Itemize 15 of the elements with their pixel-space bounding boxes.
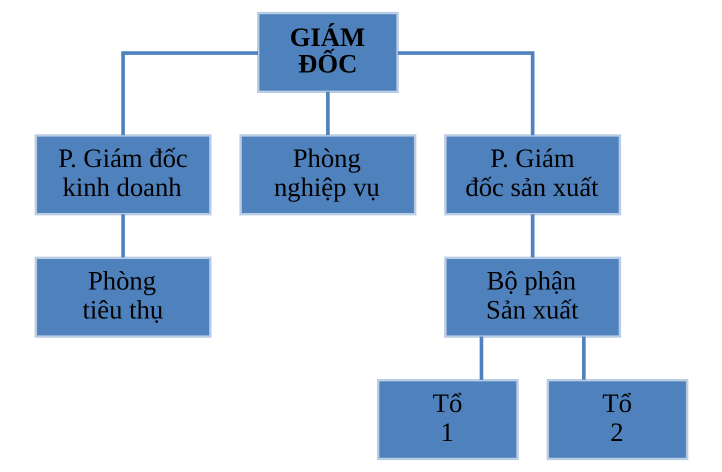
node-box: Phòng nghiệp vụ <box>238 134 416 216</box>
connector <box>582 336 586 380</box>
connector <box>120 51 258 136</box>
node-box: Tổ 2 <box>546 378 688 460</box>
connector <box>326 92 330 136</box>
node-box: Phòng tiêu thụ <box>34 256 212 338</box>
connector <box>530 214 534 258</box>
node-box: Tổ 1 <box>376 378 518 460</box>
connector <box>397 51 534 136</box>
node-box: P. Giám đốc sản xuất <box>444 134 621 216</box>
connector <box>120 214 124 258</box>
node-box: Bộ phận Sản xuất <box>444 256 621 338</box>
node-box: P. Giám đốc kinh doanh <box>34 134 212 216</box>
connector <box>479 336 483 380</box>
node-box: GIÁM ĐỐC <box>256 12 398 94</box>
